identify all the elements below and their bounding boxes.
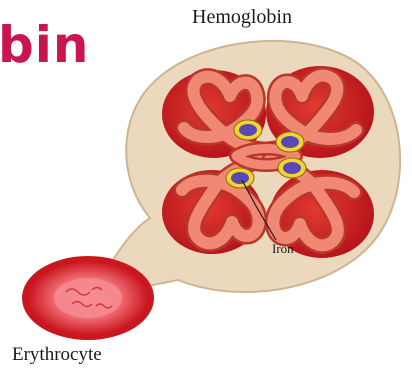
hemoglobin-label: Hemoglobin (192, 7, 292, 27)
erythrocyte-label: Erythrocyte (12, 345, 102, 364)
heme-group-4 (226, 168, 254, 188)
heme-group-1 (234, 120, 262, 140)
iron-label: Iron (272, 242, 294, 255)
partial-heading: bin (0, 20, 90, 70)
heme-group-3 (278, 158, 306, 178)
erythrocyte-cell (22, 256, 154, 340)
heme-group-2 (276, 132, 304, 152)
